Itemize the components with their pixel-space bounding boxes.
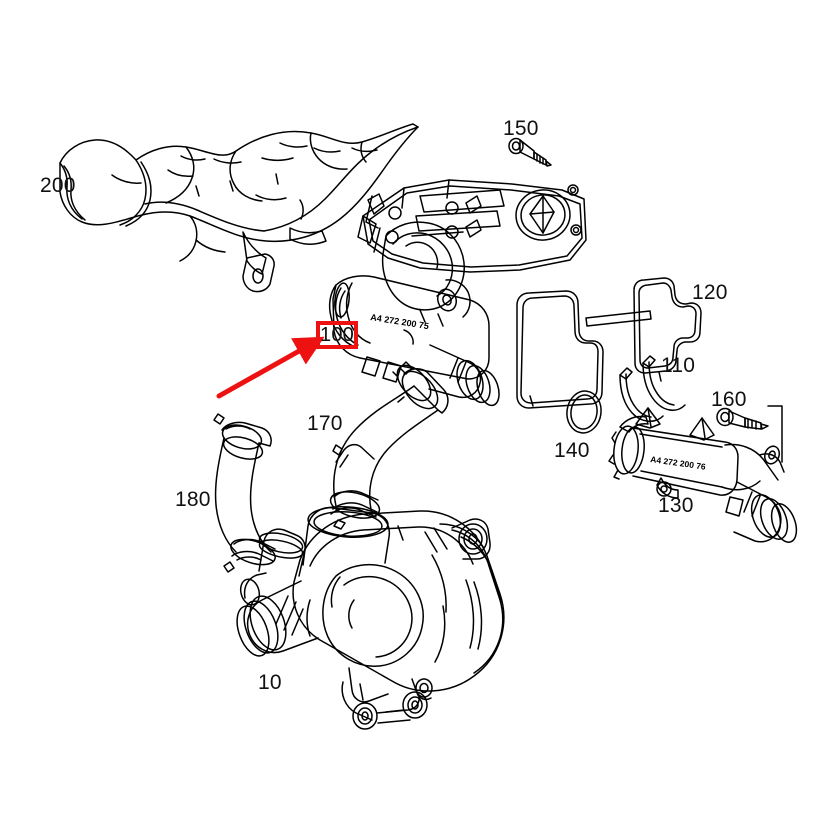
callout-label-140: 140 bbox=[554, 439, 590, 462]
callout-label-10: 10 bbox=[258, 671, 282, 694]
callout-label-150: 150 bbox=[503, 117, 539, 140]
part-150-bolt bbox=[508, 137, 552, 167]
callout-label-110: 110 bbox=[661, 354, 696, 377]
housing-part-marking: A4 272 200 75 bbox=[370, 312, 430, 331]
pipe-part-marking: A4 272 200 76 bbox=[650, 454, 707, 472]
callout-label-200: 200 bbox=[40, 174, 76, 197]
callout-label-170: 170 bbox=[307, 412, 343, 435]
callout-label-130: 130 bbox=[658, 494, 694, 517]
highlight-callout-box-100: 100 bbox=[316, 321, 358, 349]
part-100-thermostat-housing: A4 272 200 75 bbox=[328, 179, 587, 407]
part-170-coolant-hose bbox=[329, 361, 449, 530]
part-120-gasket-pair bbox=[516, 277, 702, 409]
part-10-water-pump bbox=[236, 506, 505, 730]
part-130-coolant-pipe: A4 272 200 76 bbox=[608, 407, 798, 543]
part-200-air-duct-shield bbox=[59, 123, 419, 293]
callout-label-180: 180 bbox=[175, 488, 211, 511]
part-160-bolt bbox=[716, 405, 783, 463]
callout-label-160: 160 bbox=[711, 388, 747, 411]
callout-label-100: 100 bbox=[320, 324, 354, 346]
part-140-o-ring bbox=[566, 390, 602, 434]
callout-label-120: 120 bbox=[692, 281, 728, 304]
highlight-arrow bbox=[216, 336, 325, 399]
